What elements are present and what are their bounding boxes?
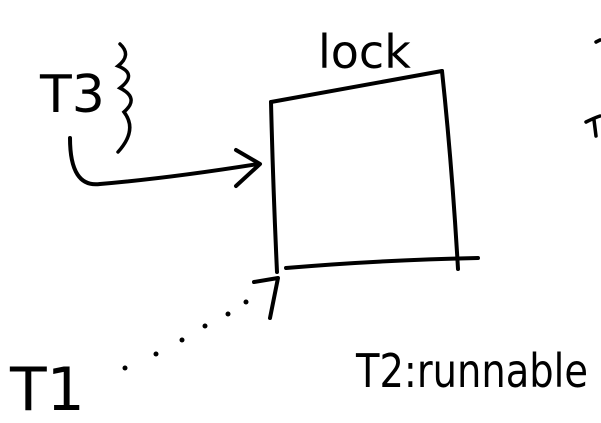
lock-box-bottom-edge xyxy=(284,256,480,270)
t3-brace xyxy=(114,42,133,154)
lock-label: lock xyxy=(318,25,411,79)
arrow-shaft xyxy=(68,136,260,187)
t1-label: T1 xyxy=(9,355,85,423)
t1-waiting-dotted-line xyxy=(122,299,249,371)
edge-fragment-top xyxy=(594,38,601,44)
t3-label: T3 xyxy=(39,65,105,125)
lock-box xyxy=(269,69,480,274)
t3-to-lock-arrow xyxy=(68,136,262,188)
edge-fragment xyxy=(584,114,601,138)
lock-box-left-edge xyxy=(269,100,279,274)
t1-hook-mark xyxy=(252,276,280,320)
t2-label: T2:runnable xyxy=(355,344,588,398)
lock-box-right-edge xyxy=(440,69,460,271)
lock-box-top-edge xyxy=(269,69,444,104)
arrow-head-icon xyxy=(234,148,262,188)
